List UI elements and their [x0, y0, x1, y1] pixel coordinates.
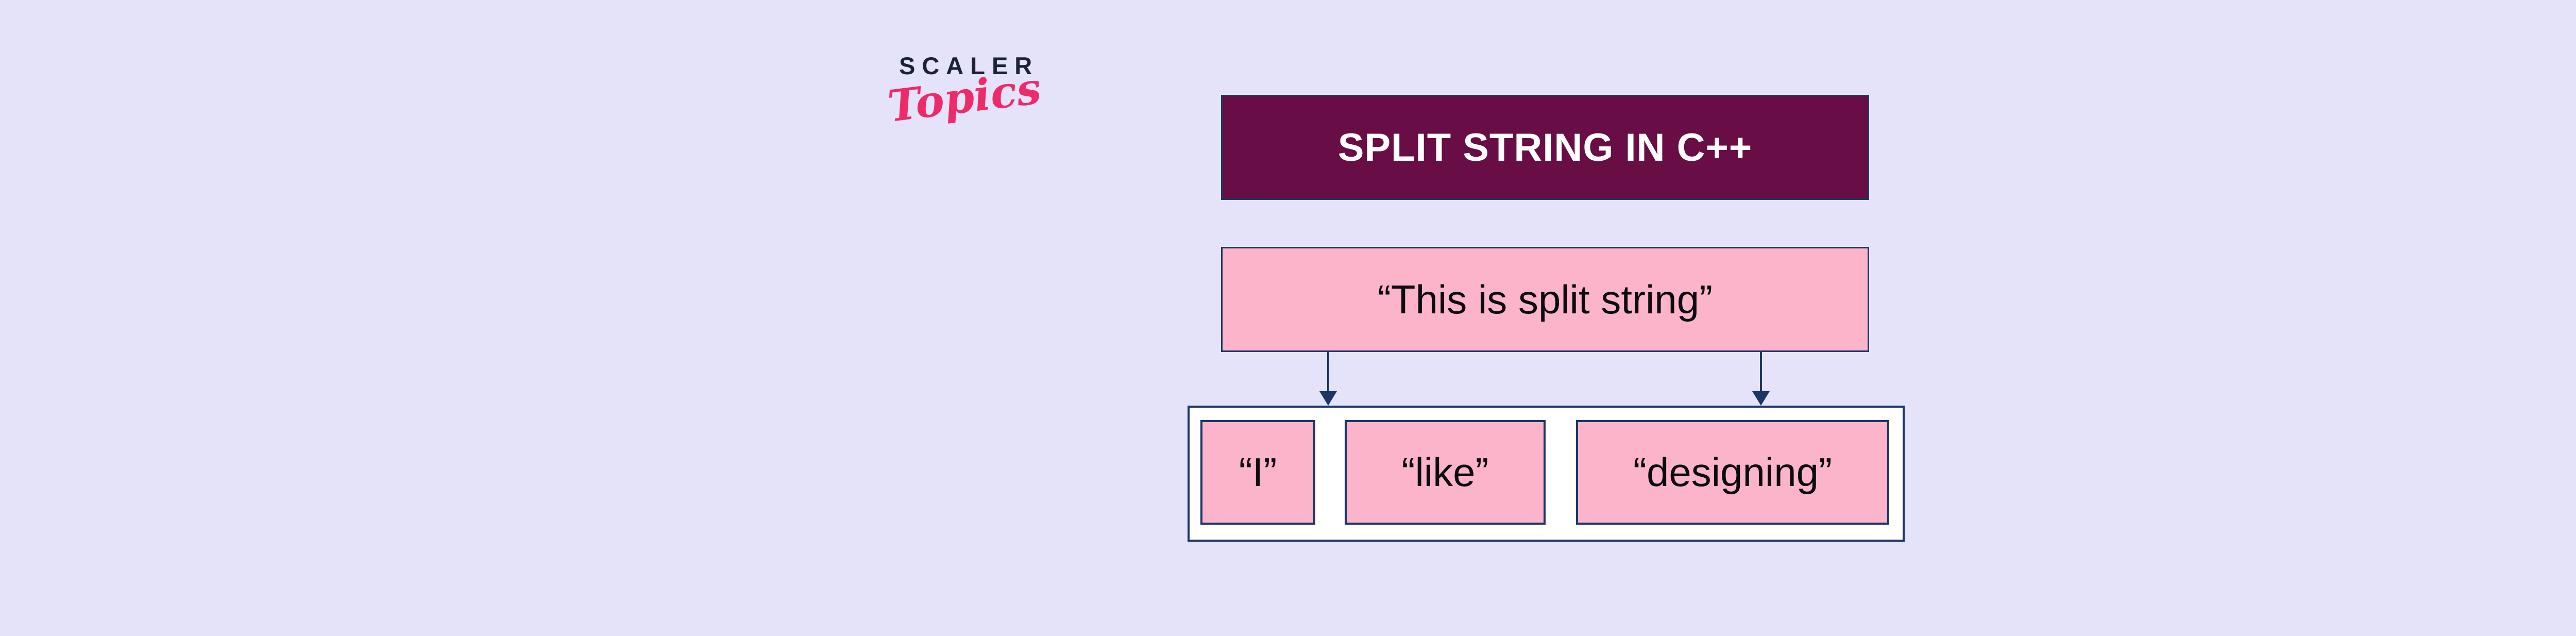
arrow-down-right-icon [1752, 351, 1770, 406]
arrow-down-left-icon [1319, 351, 1337, 406]
scaler-wordmark: SCALER [899, 52, 1039, 79]
token-text-i: “I” [1239, 449, 1277, 495]
source-string-box: “This is split string” [1221, 247, 1869, 352]
source-string-text: “This is split string” [1377, 276, 1713, 322]
title-text: SPLIT STRING IN C++ [1337, 125, 1753, 170]
tokens-container: “I” “like” “designing” [1188, 406, 1905, 542]
token-box-like: “like” [1345, 420, 1546, 525]
token-box-i: “I” [1200, 420, 1315, 525]
token-text-like: “like” [1401, 449, 1489, 495]
token-box-designing: “designing” [1576, 420, 1889, 525]
scaler-topics-logo: SCALER Topics [884, 49, 1044, 153]
token-text-designing: “designing” [1633, 449, 1832, 495]
title-banner: SPLIT STRING IN C++ [1221, 95, 1869, 200]
